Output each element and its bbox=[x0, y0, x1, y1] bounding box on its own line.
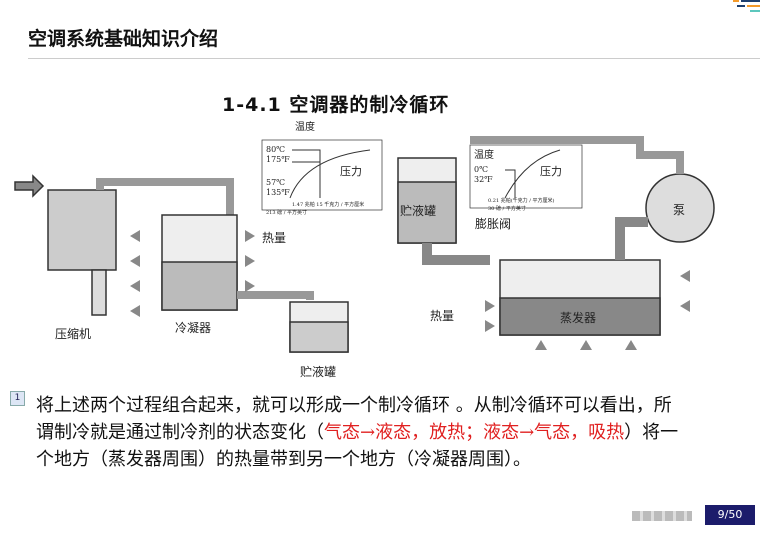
label-condenser: 冷凝器 bbox=[175, 320, 211, 335]
body-text-1: 将上述两个过程组合起来，就可以形成一个制冷循环 。从制冷循环可以看出，所谓制冷就… bbox=[36, 395, 672, 443]
label-pressure: 压力 bbox=[340, 165, 362, 178]
pipe-recv-valve bbox=[422, 243, 490, 265]
logo-icon bbox=[733, 0, 760, 12]
inlet-arrow bbox=[14, 174, 45, 198]
label-p2-right: 30 磅 / 平方英寸 bbox=[488, 205, 526, 212]
pipe-pump-top bbox=[470, 136, 684, 174]
pipe-evap-pump bbox=[615, 217, 648, 260]
label-temperature: 温度 bbox=[295, 120, 315, 133]
label-p2: 213 磅 / 平方英寸 bbox=[266, 209, 307, 216]
body-paragraph: 将上述两个过程组合起来，就可以形成一个制冷循环 。从制冷循环可以看出，所谓制冷就… bbox=[36, 392, 686, 473]
body-text-2: ）将一个地方（蒸发器周围）的热量带到另一个地方（冷凝器周围）。 bbox=[36, 422, 679, 470]
label-80c: 80℃ bbox=[266, 145, 285, 154]
divider bbox=[28, 58, 760, 59]
section-title: 1-4.1 空调器的制冷循环 bbox=[222, 94, 450, 116]
body-highlight: 气态→液态，放热；液态→气态，吸热 bbox=[324, 422, 625, 443]
label-p1: 1.47 兆帕 15 千克力 / 平方厘米 bbox=[292, 201, 364, 208]
label-pressure-right: 压力 bbox=[540, 165, 562, 178]
chart-box-right bbox=[469, 144, 583, 209]
label-175f: 175℉ bbox=[266, 155, 290, 164]
label-evaporator: 蒸发器 bbox=[560, 310, 596, 325]
page-number-badge: 9/50 bbox=[705, 505, 755, 525]
compressor bbox=[47, 189, 117, 271]
label-p1-right: 0.21 兆帕(千克力 / 平方厘米) bbox=[488, 197, 555, 204]
slide-title: 空调系统基础知识介绍 bbox=[28, 28, 219, 50]
label-expansion-valve: 膨胀阀 bbox=[475, 217, 511, 231]
label-57c: 57℃ bbox=[266, 178, 285, 187]
label-135f: 135℉ bbox=[266, 188, 290, 197]
comment-marker[interactable]: 1 bbox=[10, 391, 25, 406]
label-heat-left: 热量 bbox=[262, 231, 286, 245]
label-pump: 泵 bbox=[673, 203, 685, 217]
refrigeration-cycle-diagram: 温度 80℃ 175℉ 57℃ 135℉ 压力 1.47 兆帕 15 千克力 /… bbox=[14, 120, 715, 379]
label-receiver-right: 贮液罐 bbox=[400, 203, 436, 218]
label-0c: 0℃ bbox=[474, 165, 488, 174]
chart-box-left bbox=[261, 139, 383, 211]
label-32f: 32℉ bbox=[474, 175, 493, 184]
pipe-comp-cond bbox=[96, 178, 234, 215]
brand-logo bbox=[632, 511, 692, 521]
label-receiver-left: 贮液罐 bbox=[300, 364, 336, 379]
label-compressor: 压缩机 bbox=[55, 326, 91, 341]
pipe-cond-recv bbox=[237, 291, 314, 300]
label-heat-right: 热量 bbox=[430, 309, 454, 323]
label-temperature-right: 温度 bbox=[474, 148, 494, 161]
